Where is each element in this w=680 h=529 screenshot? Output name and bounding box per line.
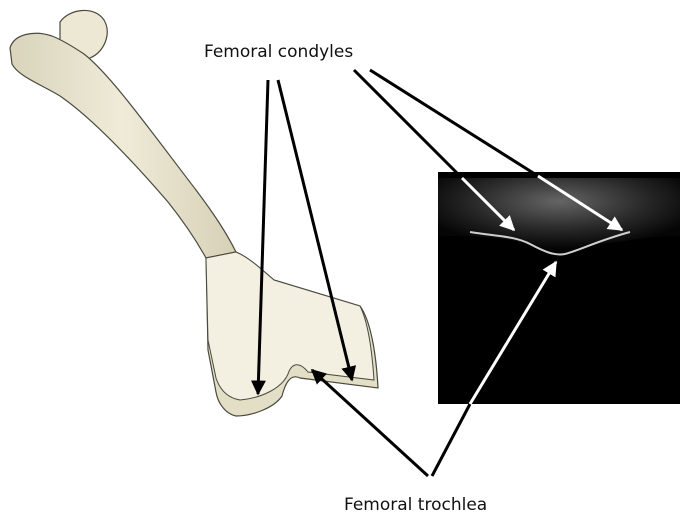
label-femoral-trochlea: Femoral trochlea	[344, 495, 487, 515]
ultrasound-image	[438, 172, 680, 404]
femur-illustration	[10, 10, 378, 416]
femur-shaft	[10, 33, 236, 258]
arrow-trochlea-us-shaft	[432, 404, 470, 476]
arrow-us-right-shaft	[370, 70, 538, 176]
arrow-us-left-shaft	[354, 70, 462, 178]
label-femoral-condyles: Femoral condyles	[204, 42, 353, 62]
